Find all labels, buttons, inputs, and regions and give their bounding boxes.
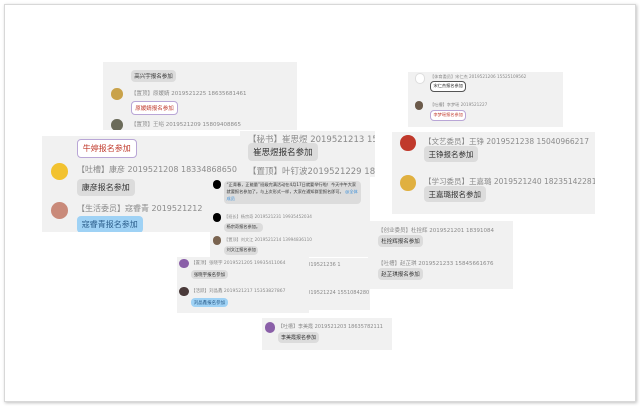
message-row: 王铮报名参加 (424, 146, 478, 163)
message-row: 康彦报名参加 (77, 179, 135, 196)
message-row: 寇睿青报名参加 (77, 216, 143, 232)
message-row: 杜拴辉报名参加 (378, 235, 424, 247)
avatar (179, 259, 189, 269)
message-row: 李美霞报名参加 (278, 332, 320, 343)
avatar (111, 119, 123, 130)
message-text: 刘文江报名参加 (226, 247, 256, 253)
chat-screenshot-panel: 【秘书】崔思煜 2019521213 1533 崔思煜报名参加【置顶】叶钉波201… (240, 131, 375, 177)
message-text: 崔思煜报名参加 (253, 147, 313, 158)
message-bubble: 王嘉璐报名参加 (424, 186, 486, 203)
message-bubble: 杜拴辉报名参加 (378, 235, 424, 247)
avatar (264, 322, 276, 333)
message-bubble: 寇睿青报名参加 (77, 216, 143, 232)
message-bubble: 杨宗奇报名参加。 (224, 223, 263, 232)
message-row: 原媛婧报名参加 (131, 101, 179, 115)
message-text: 王铮报名参加 (428, 149, 474, 159)
message-bubble: 张晓宇报名参加 (191, 270, 228, 280)
message-sender-meta: 【置顶】张晓宇 2019521205 19935411064 (191, 261, 286, 266)
message-text: 康彦报名参加 (81, 182, 130, 192)
message-sender-meta: 【班长】杨宗奇 2019521231 19935452034 (224, 214, 312, 219)
message-sender-meta: 【吐槽】李梦瑶 2019521227 (430, 102, 488, 107)
message-text: 杨宗奇报名参加。 (226, 224, 261, 230)
message-text: 王嘉璐报名参加 (428, 189, 482, 199)
avatar (111, 88, 123, 100)
message-row: 王嘉璐报名参加 (424, 186, 486, 203)
message-text: “正青春，正能量”班级完满活动在4月17日就要举行啦！今天中午大家就要报名参加了… (226, 182, 357, 195)
chat-screenshot-panel: 【创业委员】杜拴辉 2019521201 18391084 杜拴辉报名参加【吐槽】… (368, 221, 513, 289)
message-text: 高兴宇报名参加 (134, 73, 173, 80)
notice-message-bubble: “正青春，正能量”班级完满活动在4月17日就要举行啦！今天中午大家就要报名参加了… (224, 181, 362, 205)
message-row: 牛婷报名参加 (77, 139, 137, 158)
message-bubble: 康彦报名参加 (77, 179, 135, 196)
message-text: 原媛婧报名参加 (135, 105, 174, 112)
message-text: 刘晶鑫报名参加 (193, 300, 226, 306)
message-bubble: 刘文江报名参加 (224, 246, 259, 255)
message-row: 崔思煜报名参加 (248, 143, 318, 161)
message-text: 赵芷琪报名参加 (381, 271, 420, 278)
message-row: 杨宗奇报名参加。 (224, 223, 263, 232)
message-text: 寇睿青报名参加 (81, 219, 138, 229)
avatar (51, 202, 68, 219)
message-bubble: 宋仁杰报名参加 (430, 81, 467, 92)
avatar (414, 73, 426, 84)
message-bubble: 李美霞报名参加 (278, 332, 320, 343)
message-sender-meta: 【吐槽】康彦 2019521208 18334868650 (77, 165, 237, 174)
chat-screenshot-panel: 【文艺委员】王铮 2019521238 15040966217 王铮报名参加【学习… (392, 132, 595, 214)
message-sender-meta: 【置顶】刘文江 2019521214 13994836110 (224, 237, 312, 242)
message-row: 刘文江报名参加 (224, 246, 259, 255)
avatar (212, 213, 222, 222)
message-text: 杜拴辉报名参加 (381, 238, 420, 245)
avatar (179, 287, 189, 297)
chat-screenshot-panel: “正青春，正能量”班级完满活动在4月17日就要举行啦！今天中午大家就要报名参加了… (210, 177, 370, 257)
message-sender-meta: 【秘书】崔思煜 2019521213 1533 (248, 135, 375, 145)
message-sender-meta: 【学习委员】王嘉璐 2019521240 18235142281 (424, 177, 595, 186)
chat-screenshot-panel: 2019521236 1 2019521224 1551084280 (300, 258, 370, 310)
message-bubble: 李梦瑶报名参加 (430, 110, 467, 121)
message-row: 刘晶鑫报名参加 (191, 298, 228, 308)
avatar (400, 135, 416, 151)
message-row: 赵芷琪报名参加 (378, 268, 424, 280)
avatar (414, 101, 424, 110)
chat-screenshot-panel: 高兴宇报名参加【置顶】原媛婧 2019521225 18635681461 原媛婧… (103, 62, 297, 130)
message-text: 李梦瑶报名参加 (433, 112, 463, 118)
message-sender-meta: 【生活委员】寇睿青 2019521212 (77, 204, 203, 213)
message-bubble: 王铮报名参加 (424, 146, 478, 163)
chat-screenshot-panel: 【吐槽】李美霞 2019521203 18635782111 李美霞报名参加 (262, 318, 392, 350)
message-sender-meta: 【体育委员】宋仁杰 2019521206 15525109562 (430, 74, 527, 79)
message-sender-meta: 2019521236 1 (304, 262, 341, 268)
avatar (400, 175, 416, 191)
message-bubble: 高兴宇报名参加 (131, 70, 177, 82)
message-sender-meta: 【创业委员】杜拴辉 2019521201 18391084 (378, 228, 494, 234)
message-text: 宋仁杰报名参加 (433, 83, 463, 89)
message-sender-meta: 【活跃】刘晶鑫 2019521217 15353827867 (191, 289, 286, 294)
message-row: “正青春，正能量”班级完满活动在4月17日就要举行啦！今天中午大家就要报名参加了… (224, 181, 362, 205)
chat-screenshot-panel: 【体育委员】宋仁杰 2019521206 15525109562 宋仁杰报名参加【… (408, 72, 563, 127)
message-sender-meta: 【吐槽】李美霞 2019521203 18635782111 (278, 324, 383, 330)
message-sender-meta: 2019521224 1551084280 (304, 290, 370, 296)
message-text: 李美霞报名参加 (281, 334, 317, 341)
message-text: 张晓宇报名参加 (193, 272, 226, 278)
message-sender-meta: 【吐槽】赵芷琪 2019521233 15845661676 (378, 261, 494, 267)
avatar (212, 236, 222, 245)
message-row: 宋仁杰报名参加 (430, 81, 467, 92)
avatar (212, 180, 222, 189)
message-sender-meta: 【置顶】原媛婧 2019521225 18635681461 (131, 91, 247, 97)
message-row: 张晓宇报名参加 (191, 270, 228, 280)
message-text: 牛婷报名参加 (82, 143, 131, 153)
message-bubble: 原媛婧报名参加 (131, 101, 179, 115)
chat-screenshot-panel: 【置顶】张晓宇 2019521205 19935411064 张晓宇报名参加【活跃… (177, 257, 309, 313)
message-sender-meta: 【置顶】王峪 2019521209 15809408865 (131, 122, 241, 128)
avatar (51, 163, 68, 180)
message-sender-meta: 【置顶】叶钉波2019521229 180915 (248, 167, 375, 177)
message-bubble: 牛婷报名参加 (77, 139, 137, 158)
message-bubble: 刘晶鑫报名参加 (191, 298, 228, 308)
message-row: 高兴宇报名参加 (131, 70, 177, 82)
mention-all-link[interactable]: @全体成员 (226, 189, 358, 201)
message-row: 李梦瑶报名参加 (430, 110, 467, 121)
message-bubble: 赵芷琪报名参加 (378, 268, 424, 280)
message-bubble: 崔思煜报名参加 (248, 143, 318, 161)
message-sender-meta: 【文艺委员】王铮 2019521238 15040966217 (424, 137, 589, 146)
